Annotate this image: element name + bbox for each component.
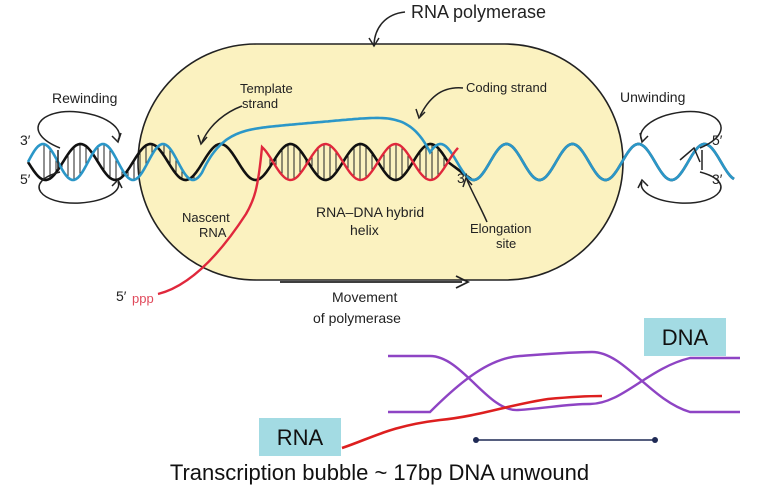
right-5prime-label: 5′ bbox=[712, 132, 723, 148]
rna-polymerase-label: RNA polymerase bbox=[411, 2, 546, 22]
rewinding-label: Rewinding bbox=[52, 90, 117, 106]
rna-label-box bbox=[259, 418, 341, 456]
coding-strand-label: Coding strand bbox=[466, 80, 547, 95]
rna-polymerase-body bbox=[137, 43, 624, 281]
template-strand-label-line1: Template bbox=[240, 81, 293, 96]
coding-strand bbox=[26, 116, 735, 182]
right-3prime-label: 3′ bbox=[712, 171, 723, 187]
nascent-rna-label-line2: RNA bbox=[199, 225, 227, 240]
rna-3prime-end-label: 3′ bbox=[457, 170, 468, 186]
dna-label-box bbox=[644, 318, 726, 356]
elongation-site-label-line2: site bbox=[496, 236, 516, 251]
movement-label-line2: of polymerase bbox=[313, 310, 401, 326]
left-5prime-label: 5′ bbox=[20, 171, 31, 187]
unwinding-rotation-icon bbox=[637, 110, 722, 204]
left-3prime-label: 3′ bbox=[20, 132, 31, 148]
movement-label-line1: Movement bbox=[332, 289, 397, 305]
movement-arrow bbox=[280, 275, 471, 289]
schematic-dna-lower-strand bbox=[388, 350, 740, 414]
template-strand-label-line2: strand bbox=[242, 96, 278, 111]
schematic-dna-upper-strand bbox=[388, 354, 740, 412]
rna-label: RNA bbox=[277, 425, 324, 450]
caption: Transcription bubble ~ 17bp DNA unwound bbox=[169, 460, 590, 485]
elongation-site-label-line1: Elongation bbox=[470, 221, 531, 236]
hybrid-helix-label-line1: RNA–DNA hybrid bbox=[316, 204, 424, 220]
bubble-span-end-dot bbox=[652, 437, 658, 443]
unwinding-label: Unwinding bbox=[620, 89, 685, 105]
transcription-bubble-schematic: DNA RNA bbox=[259, 318, 740, 456]
rna-5prime-end-label: 5′ bbox=[116, 288, 127, 304]
nascent-rna-strand bbox=[157, 142, 459, 296]
bubble-span-start-dot bbox=[473, 437, 479, 443]
label-pointers bbox=[197, 11, 488, 223]
nascent-rna-label-line1: Nascent bbox=[182, 210, 230, 225]
rewinding-rotation-icon bbox=[37, 110, 123, 204]
hybrid-helix-label-line2: helix bbox=[350, 222, 379, 238]
rna-triphosphate-label: ppp bbox=[132, 291, 154, 306]
dna-label: DNA bbox=[662, 325, 709, 350]
schematic-rna-strand bbox=[341, 394, 603, 450]
